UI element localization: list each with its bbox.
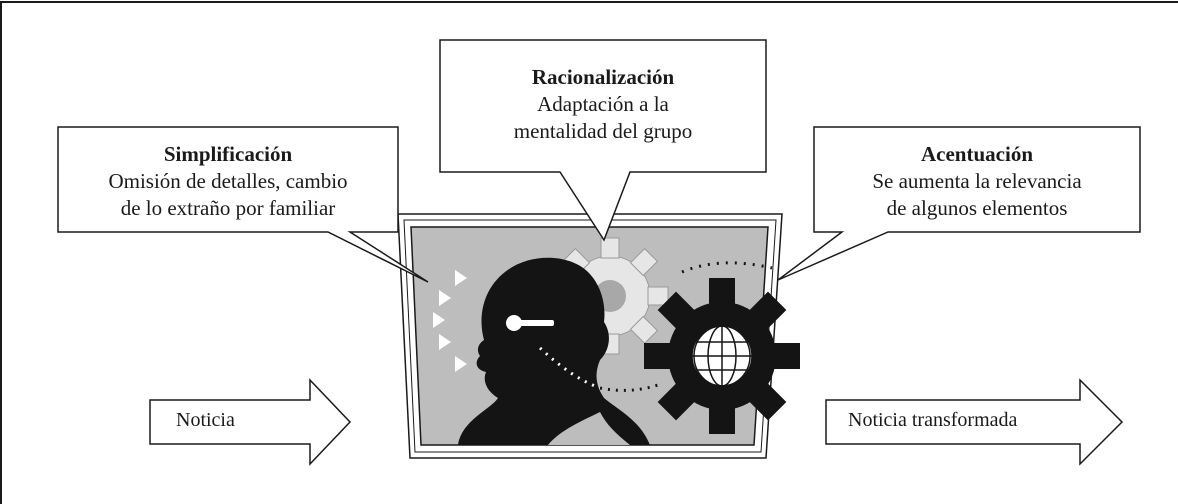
acentuacion-text: Acentuación Se aumenta la relevancia de … — [814, 141, 1140, 222]
racionalizacion-text: Racionalización Adaptación a la mentalid… — [440, 64, 766, 145]
racionalizacion-line-1: Adaptación a la — [537, 92, 669, 116]
globe-icon — [691, 325, 753, 387]
dotted-arc — [681, 261, 773, 274]
central-picture — [397, 213, 800, 459]
triangle-markers — [433, 270, 467, 372]
simplificacion-line-1: Omisión de detalles, cambio — [108, 169, 348, 193]
racionalizacion-title: Racionalización — [531, 65, 675, 89]
callout-acentuacion — [777, 126, 1141, 281]
input-arrow-label: Noticia — [176, 409, 235, 431]
acentuacion-line-2: de algunos elementos — [886, 196, 1068, 220]
output-arrow-label: Noticia transformada — [848, 409, 1018, 431]
callout-racionalizacion — [439, 39, 767, 242]
head-silhouette-icon — [458, 257, 659, 445]
output-arrow — [825, 378, 1124, 466]
acentuacion-title: Acentuación — [921, 142, 1033, 166]
simplificacion-line-2: de lo extraño por familiar — [120, 196, 336, 220]
racionalizacion-line-2: mentalidad del grupo — [513, 119, 693, 143]
dark-gear-icon — [644, 278, 800, 434]
input-arrow — [149, 378, 352, 466]
simplificacion-title: Simplificación — [163, 142, 293, 166]
acentuacion-line-1: Se aumenta la relevancia — [872, 169, 1082, 193]
callout-simplificacion — [57, 126, 429, 283]
simplificacion-text: Simplificación Omisión de detalles, camb… — [58, 141, 398, 222]
